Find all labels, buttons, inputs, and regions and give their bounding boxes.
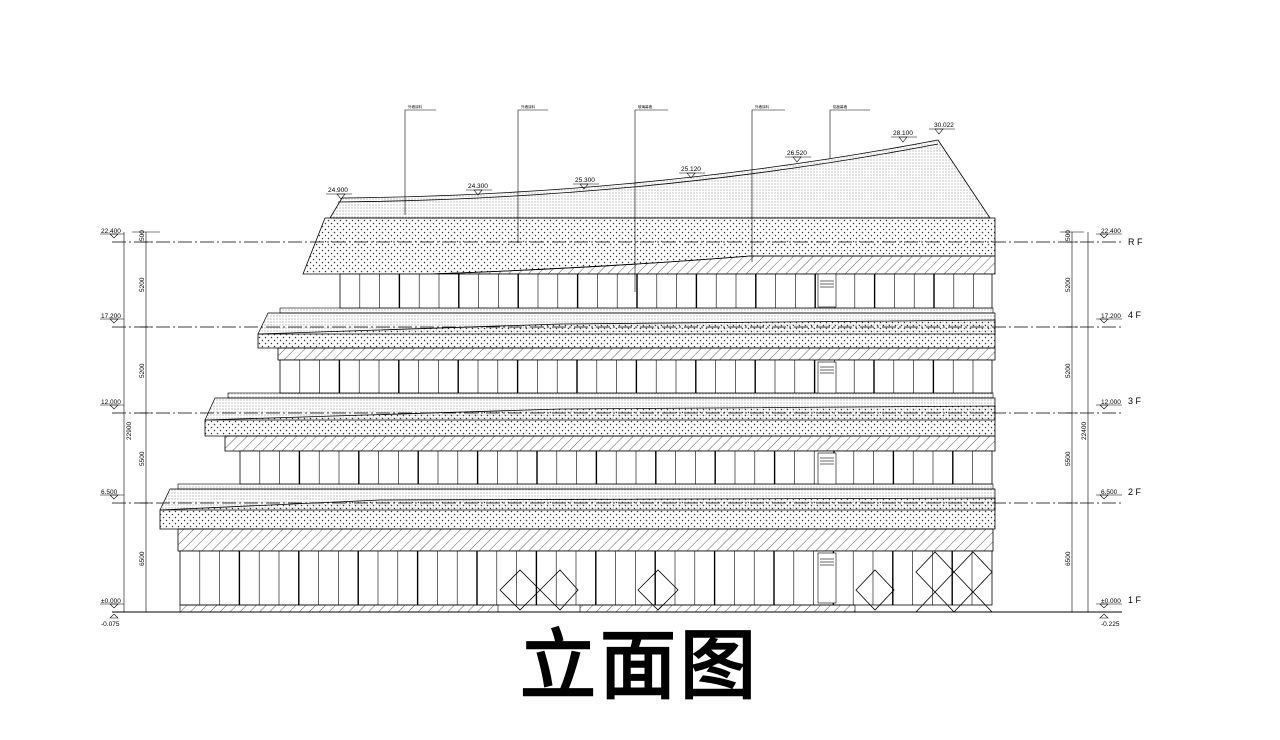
dimension-total-right: 22400 bbox=[1081, 422, 1088, 440]
dimension-3f-2f-left: 5500 bbox=[139, 451, 146, 466]
annotation-label: 铝板幕墙 bbox=[833, 104, 847, 109]
level-mark-grade: -0.075 bbox=[101, 621, 120, 628]
band-4f-hatch bbox=[277, 347, 996, 361]
band-2f bbox=[159, 497, 996, 530]
level-mark-3f: 12.000 bbox=[101, 399, 121, 406]
level-mark-ground: ±0.000 bbox=[101, 598, 121, 605]
slab-edge-3f bbox=[227, 392, 994, 399]
level-mark-grade-right: -0.225 bbox=[1101, 621, 1120, 628]
ground-floor-base bbox=[179, 604, 856, 613]
floor-label-3f: 3 F bbox=[1128, 396, 1142, 406]
glazing-strip bbox=[339, 273, 993, 309]
drawing-title: 立面图 bbox=[520, 621, 760, 710]
dimension-4f-3f-right: 5200 bbox=[1065, 363, 1072, 378]
door-diamond bbox=[855, 569, 895, 611]
roof-canopy bbox=[329, 139, 991, 219]
band-3f-hatch bbox=[224, 435, 996, 452]
door-diamond bbox=[915, 551, 993, 613]
door-diamond bbox=[499, 569, 579, 611]
entrance-doors bbox=[499, 551, 993, 613]
door-diamond bbox=[637, 569, 679, 611]
dimension-parapet-right: 500 bbox=[1065, 230, 1072, 241]
roof-elevation: 24.900 bbox=[328, 187, 348, 194]
roof-elevation: 24.300 bbox=[468, 183, 488, 190]
roof-elevation-marks bbox=[326, 128, 955, 200]
dimension-rf-4f-right: 5200 bbox=[1065, 277, 1072, 292]
dimension-2f-1f-right: 6500 bbox=[1065, 551, 1072, 566]
band-2f-hatch bbox=[177, 528, 994, 552]
annotation-label: 外墙涂料 bbox=[521, 104, 535, 109]
glazing-strip bbox=[179, 550, 993, 606]
annotation-label: 外墙涂料 bbox=[755, 104, 769, 109]
dimension-parapet-left: 500 bbox=[139, 230, 146, 241]
level-mark-roof-right: 22.400 bbox=[1101, 228, 1121, 235]
roof-elevation: 30.022 bbox=[934, 122, 954, 129]
level-mark-roof: 22.400 bbox=[101, 228, 121, 235]
dimension-4f-3f-left: 5200 bbox=[139, 363, 146, 378]
dimension-rf-4f-left: 5200 bbox=[139, 277, 146, 292]
window-strips bbox=[179, 273, 993, 606]
dimension-3f-2f-right: 5500 bbox=[1065, 451, 1072, 466]
roof-elevation: 25.120 bbox=[681, 166, 701, 173]
level-mark-3f-right: 12.000 bbox=[1101, 399, 1121, 406]
band-3f bbox=[204, 405, 996, 437]
annotation-label: 玻璃幕墙 bbox=[638, 104, 652, 109]
slab-edge-2f bbox=[177, 483, 994, 490]
floor-label-1f: 1 F bbox=[1128, 595, 1142, 605]
floor-label-rf: R F bbox=[1128, 237, 1143, 247]
level-mark-2f: 6.500 bbox=[101, 489, 118, 496]
right-dimension-chain bbox=[1060, 231, 1122, 619]
roof-fascia-hatch bbox=[429, 255, 996, 275]
roof-elevation: 28.100 bbox=[893, 130, 913, 137]
slab-edge-4f bbox=[279, 307, 994, 314]
roof-elevation: 26.520 bbox=[787, 150, 807, 157]
band-4f bbox=[257, 319, 996, 349]
level-mark-4f: 17.200 bbox=[101, 313, 121, 320]
left-dimension-chain bbox=[100, 231, 160, 619]
annotation-leaders bbox=[404, 109, 870, 292]
dimension-2f-1f-left: 6500 bbox=[139, 551, 146, 566]
floor-label-4f: 4 F bbox=[1128, 310, 1142, 320]
level-mark-4f-right: 17.200 bbox=[1101, 313, 1121, 320]
dimension-total-left: 22900 bbox=[126, 422, 133, 440]
floor-label-2f: 2 F bbox=[1128, 487, 1142, 497]
annotation-label: 外墙涂料 bbox=[408, 104, 422, 109]
louvres bbox=[817, 273, 837, 604]
level-mark-ground-right: ±0.000 bbox=[1101, 598, 1121, 605]
level-mark-2f-right: 6.500 bbox=[1101, 489, 1118, 496]
roof-elevation: 25.300 bbox=[575, 177, 595, 184]
